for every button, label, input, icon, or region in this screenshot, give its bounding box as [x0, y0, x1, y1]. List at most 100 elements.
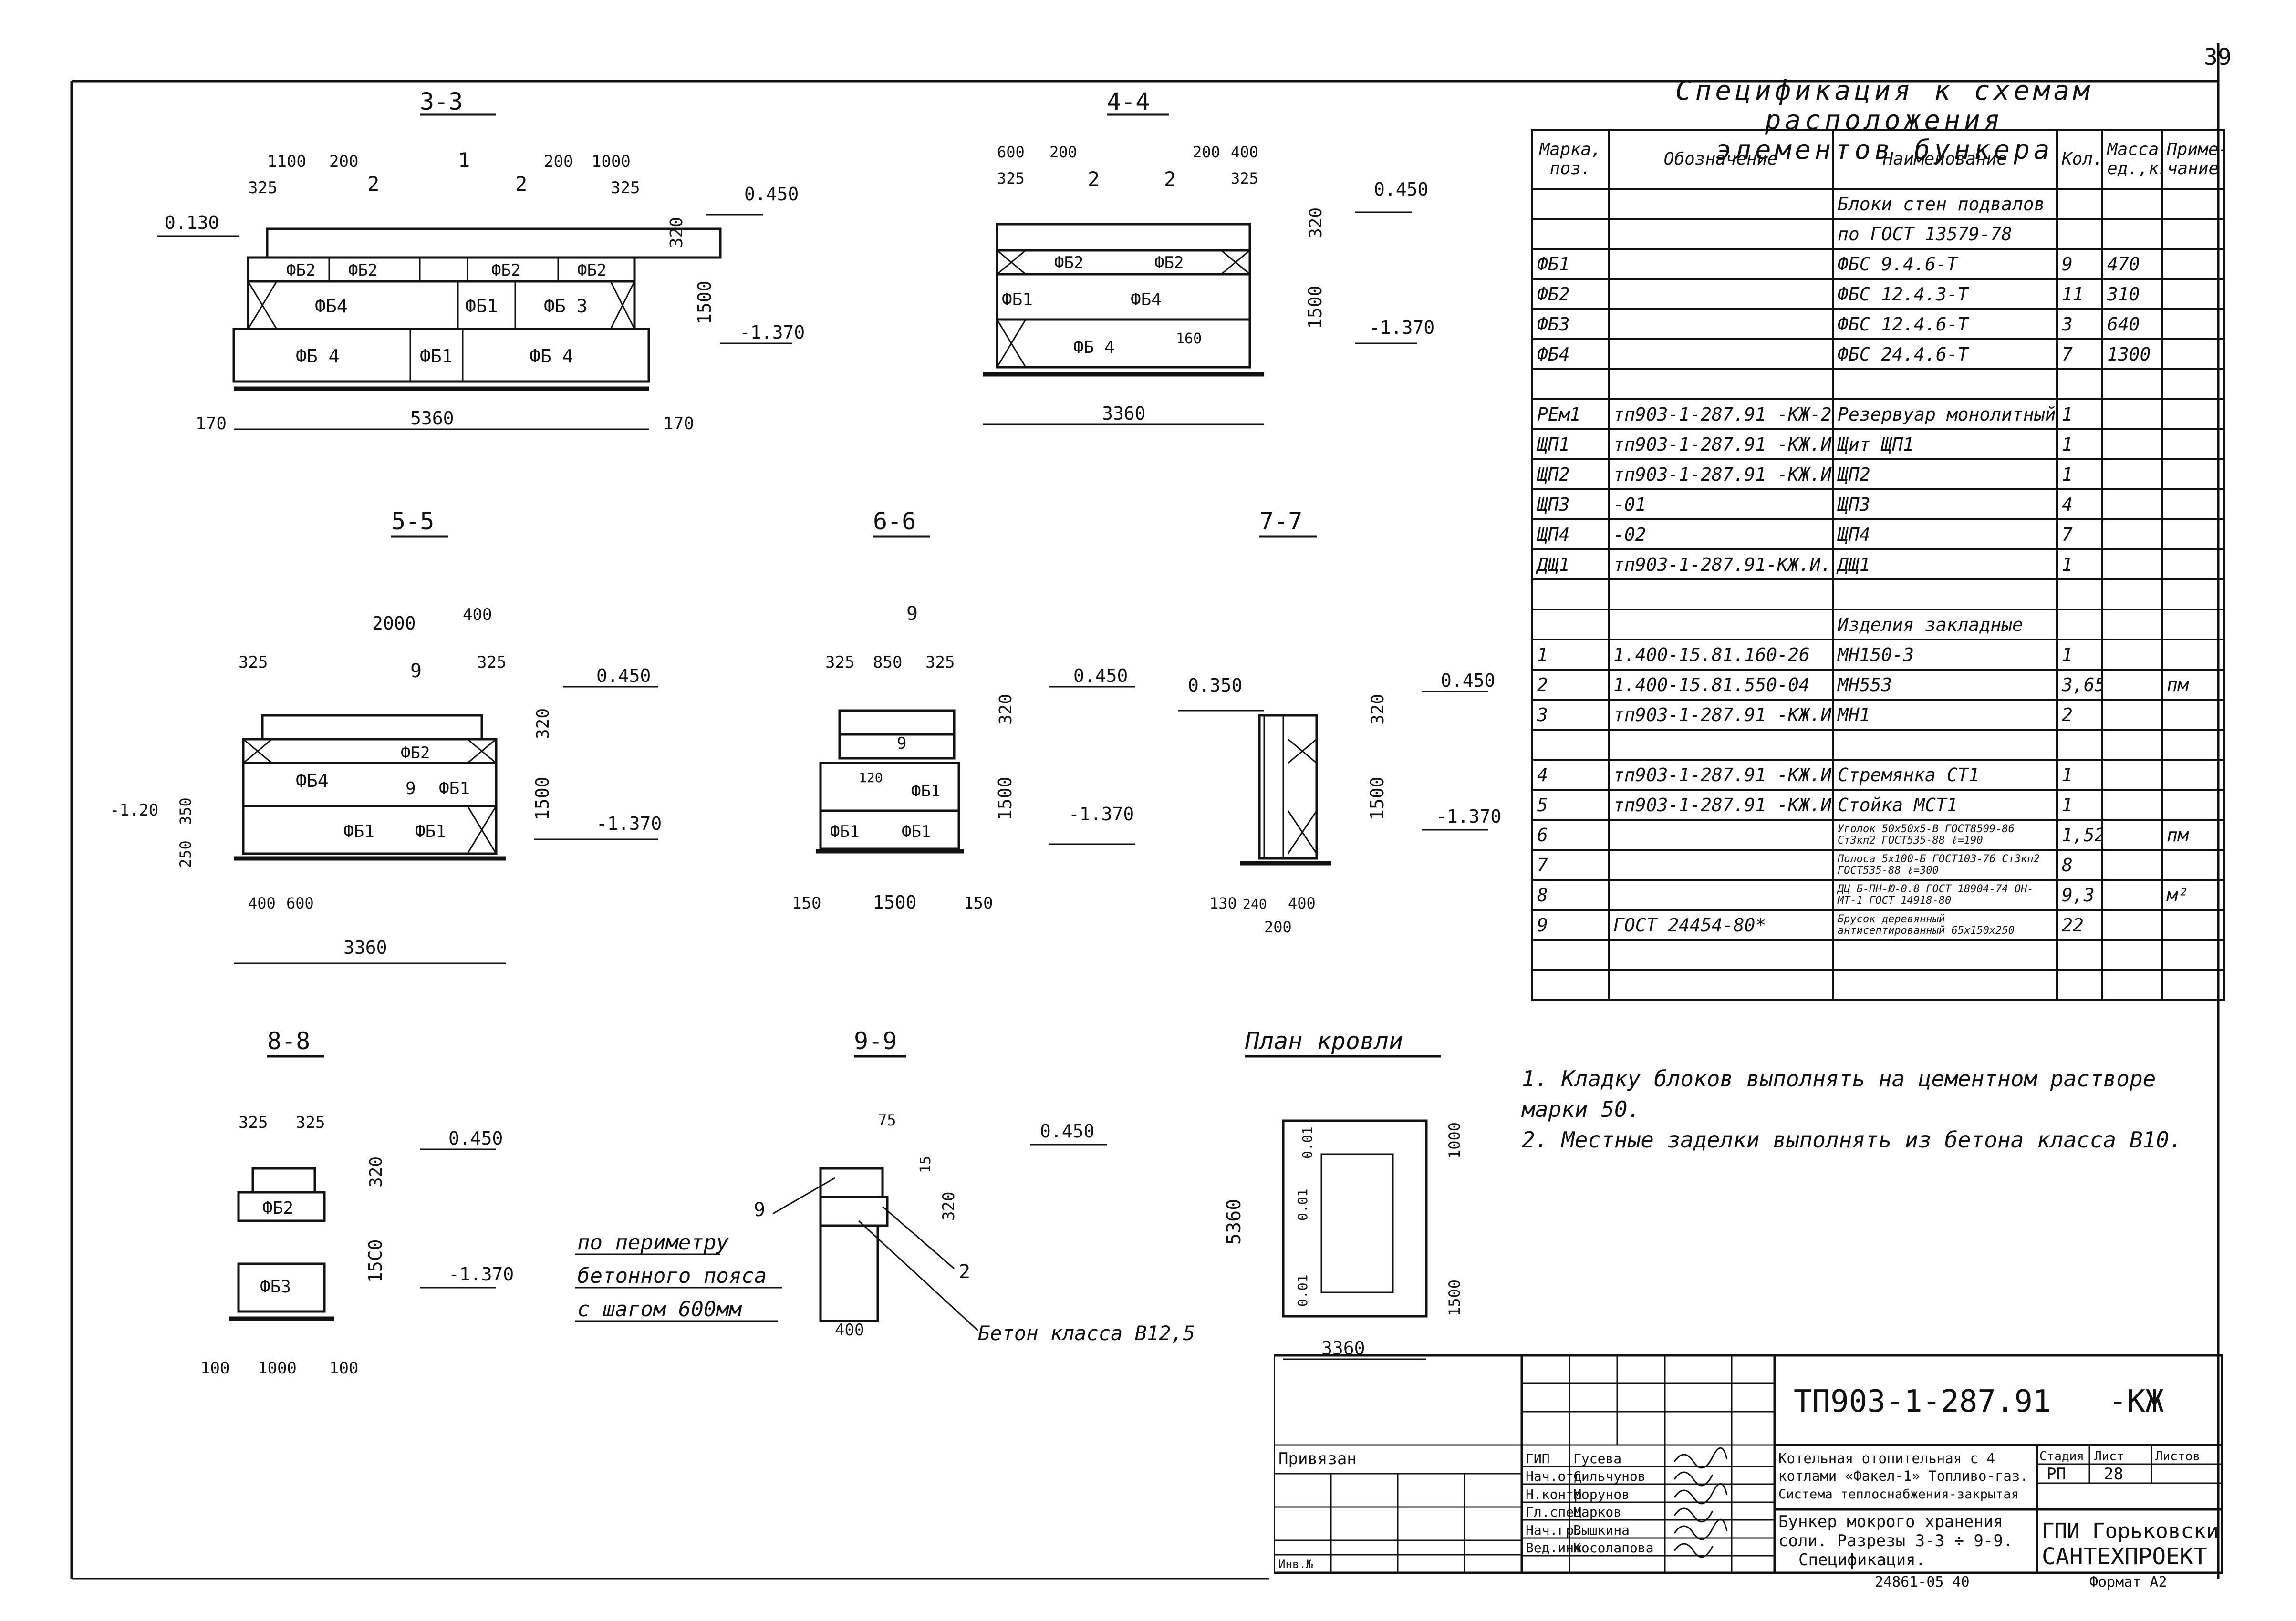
drawing-label: ФБ4 [315, 296, 348, 317]
drawing-label: 325 [611, 178, 640, 197]
spec-cell [2161, 909, 2225, 941]
drawing-label: 400 [463, 605, 492, 624]
spec-cell: Щит ЩП1 [1832, 428, 2058, 460]
spec-cell: тп903-1-287.91 -КЖ.И.023 [1608, 699, 1834, 731]
drawing-label: 1000 [592, 152, 631, 171]
drawing-label: ФБ1 [343, 822, 374, 841]
drawing-line [1673, 1543, 1714, 1558]
spec-cell: 1,52 [2056, 819, 2103, 851]
drawing-label: Система теплоснабжения-закрытая [1778, 1487, 2019, 1502]
note-2: 2. Местные заделки выполнять из бетона к… [1522, 1127, 2182, 1153]
spec-cell [2101, 488, 2163, 520]
spec-cell [2056, 188, 2103, 220]
drawing-line [819, 1196, 889, 1227]
drawing-label: 200 [1193, 143, 1220, 161]
drawing-label: 3360 [1102, 403, 1146, 424]
spec-cell: 1 [2056, 789, 2103, 821]
drawing-label: ФБ 3 [544, 296, 588, 317]
spec-cell: 2 [1531, 669, 1610, 701]
drawing-line [243, 738, 272, 764]
doc-suffix: -КЖ [2109, 1384, 2164, 1419]
spec-cell: 3 [2056, 308, 2103, 340]
drawing-label: 200 [544, 152, 573, 171]
drawing-label: ФБ2 [401, 743, 430, 763]
spec-cell: 1300 [2101, 338, 2163, 370]
drawing-label: 0.01 [1299, 1127, 1315, 1159]
spec-cell [1531, 218, 1610, 250]
spec-cell: ФБС 12.4.3-Т [1832, 278, 2058, 310]
spec-cell: 4 [2056, 488, 2103, 520]
drawing-label: 0.450 [1073, 665, 1128, 686]
drawing-line [1673, 1447, 1728, 1469]
drawing-label: соли. Разрезы 3-3 ÷ 9-9. [1778, 1531, 2013, 1550]
drawing-label: 130 [1209, 894, 1237, 912]
drawing-label: ФБ1 [465, 296, 498, 317]
drawing-label: 2 [1088, 167, 1100, 191]
drawing-label: 100 [329, 1359, 358, 1378]
spec-cell [1531, 729, 1610, 761]
spec-cell: 470 [2101, 248, 2163, 280]
spec-cell [2101, 909, 2163, 941]
drawing-label: 9 [897, 734, 906, 753]
spec-cell: ФБС 12.4.6-Т [1832, 308, 2058, 340]
spec-cell [1608, 879, 1834, 911]
drawing-label: 320 [1306, 207, 1326, 238]
spec-cell [2101, 458, 2163, 490]
spec-table: Марка, поз. Обозначение Наименование Кол… [1531, 129, 2225, 1001]
drawing-label: 150 [964, 894, 993, 913]
section-7-7: 7-7 0.350 0.450 -1.370 320 1500 130 240 … [1178, 507, 1501, 936]
drawing-label: 2 [959, 1261, 970, 1283]
title-block: ТП903-1-287.91 -КЖ Привязан Инв.№ ГИП На… [1274, 1354, 2223, 1574]
drawing-line [467, 738, 497, 764]
drawing-label: 15С0 [365, 1239, 386, 1283]
drawing-label: 350 [177, 797, 195, 825]
spec-cell [1531, 969, 1610, 1001]
drawing-line [237, 1262, 326, 1313]
drawing-label: -1.370 [1069, 804, 1134, 825]
drawing-label: 320 [996, 694, 1016, 725]
section-4-4: 4-4 ФБ2 ФБ2 ФБ1 ФБ4 ФБ 4 160 3360 600 20… [983, 88, 1434, 425]
drawing-line [772, 1177, 835, 1215]
spec-cell: -02 [1608, 518, 1834, 550]
drawing-label: 5360 [410, 408, 454, 429]
drawing-label: ФБ2 [286, 261, 315, 280]
spec-cell [1608, 849, 1834, 881]
drawing-label: 9 [906, 603, 918, 625]
drawing-line [996, 249, 1251, 276]
drawing-label: 400 [835, 1321, 864, 1340]
drawing-label: 9 [754, 1199, 765, 1221]
drawing-label: 120 [859, 770, 883, 785]
spec-cell: ЩП3 [1832, 488, 2058, 520]
sheet-value: 28 [2104, 1465, 2123, 1484]
drawing-line [1673, 1483, 1728, 1505]
perimeter-note: по периметру бетонного пояса с шагом 600… [575, 1230, 782, 1322]
drawing-label: 5360 [1223, 1199, 1245, 1245]
drawing-line [467, 805, 497, 854]
drawing-label: бетонного пояса [577, 1264, 767, 1288]
spec-cell: 1 [2056, 398, 2103, 430]
spec-cell [1531, 368, 1610, 400]
spec-cell [2101, 729, 2163, 761]
drawing-label: 1500 [1367, 776, 1388, 820]
spec-cell [2161, 188, 2225, 220]
drawing-label: 9-9 [854, 1027, 897, 1055]
spec-cell [2101, 218, 2163, 250]
drawing-label: 850 [873, 653, 902, 672]
drawing-label: ФБ1 [439, 779, 470, 798]
spec-cell [1832, 578, 2058, 610]
spec-cell [1608, 308, 1834, 340]
section-3-3: 3-3 ФБ2 ФБ2 ФБ2 ФБ2 ФБ4 ФБ1 ФБ 3 ФБ 4 ФБ… [157, 88, 805, 434]
spec-row: по ГОСТ 13579-78 [1531, 218, 2225, 250]
drawing-label: 325 [239, 653, 268, 672]
col-note: Приме-чание [2161, 129, 2225, 190]
note-1: 1. Кладку блоков выполнять на цементном … [1522, 1066, 2156, 1122]
drawing-label: ФБ 4 [530, 346, 573, 367]
drawing-label: 0.01 [1295, 1189, 1310, 1221]
